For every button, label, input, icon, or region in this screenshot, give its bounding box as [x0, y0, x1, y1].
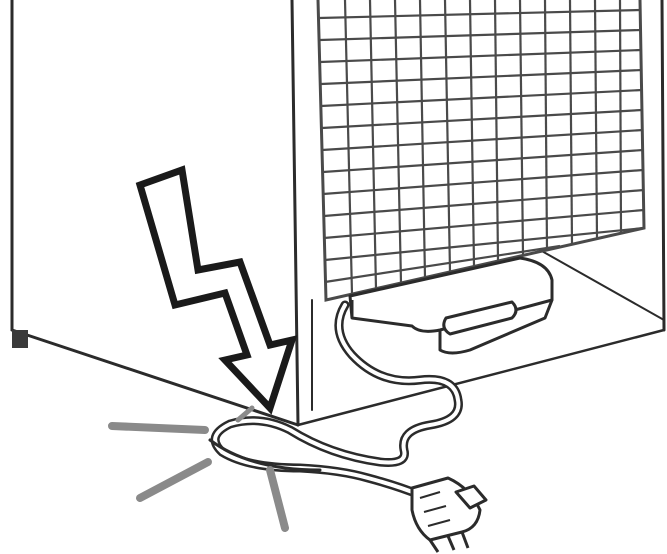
spark-ray-left	[112, 426, 205, 430]
spark-ray-bottom	[270, 470, 285, 528]
compressor-tray	[350, 258, 552, 353]
spark-ray-lower-left	[140, 462, 208, 498]
cabinet-foot	[12, 330, 28, 348]
plug-icon	[412, 478, 486, 552]
lightning-bolt-arrow-icon	[140, 170, 292, 408]
appliance-cabinet	[12, 0, 664, 425]
condenser-grid	[318, 0, 644, 300]
